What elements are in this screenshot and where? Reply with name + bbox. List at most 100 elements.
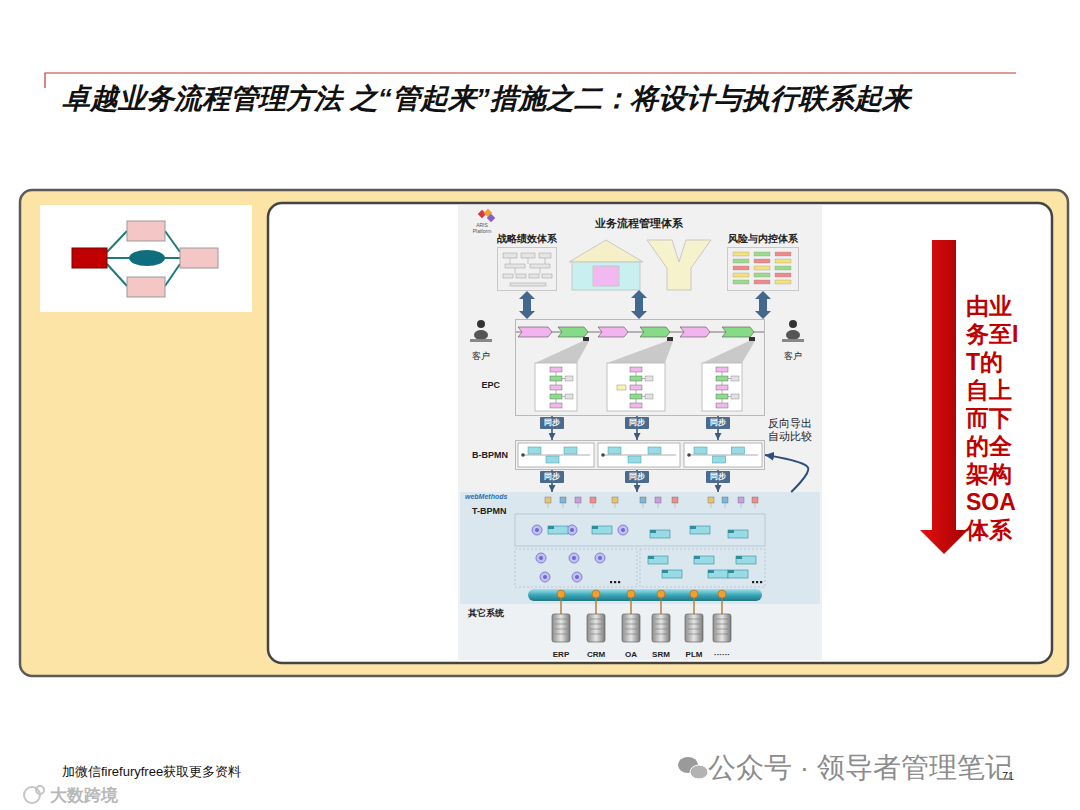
epc-model bbox=[630, 367, 642, 372]
epc-model bbox=[535, 363, 577, 411]
epc-model bbox=[565, 376, 573, 381]
bpmn-model bbox=[684, 443, 762, 467]
slide-title: 卓越业务流程管理方法 之“管起来”措施之二：将设计与执行联系起来 bbox=[62, 82, 910, 116]
bpmn-model bbox=[602, 455, 676, 456]
risk-matrix bbox=[775, 252, 791, 256]
systems-band: 其它系统ERPCRMOASRMPLM······ bbox=[460, 604, 820, 660]
epc-model bbox=[565, 394, 573, 399]
technical-bpmn-model bbox=[592, 526, 612, 534]
technical-bpmn-model bbox=[711, 503, 712, 508]
server-icon bbox=[622, 614, 640, 642]
server-icon bbox=[655, 624, 667, 625]
technical-bpmn-model bbox=[662, 570, 682, 578]
server-icon bbox=[625, 619, 637, 620]
technical-bpmn-model bbox=[728, 530, 748, 538]
epc-model bbox=[731, 376, 739, 381]
system-server: SRM bbox=[648, 610, 674, 660]
technical-bpmn-model bbox=[708, 497, 714, 503]
technical-bpmn-model bbox=[548, 526, 568, 534]
tbpmn-band: webMethodsT-BPMN bbox=[460, 492, 820, 604]
bpmn-model bbox=[713, 456, 726, 463]
server-icon bbox=[716, 624, 728, 625]
customer-icon bbox=[470, 339, 492, 342]
technical-bpmn-model bbox=[548, 526, 554, 529]
footer-note: 加微信firefuryfree获取更多资料 bbox=[62, 764, 241, 780]
service-bus bbox=[657, 590, 665, 598]
diagram-background bbox=[460, 492, 820, 604]
node-text: 客户 bbox=[472, 351, 490, 362]
node-text: B-BPMN bbox=[472, 450, 508, 461]
server-icon bbox=[555, 624, 567, 625]
diagram-background bbox=[458, 205, 822, 660]
process-chain bbox=[518, 327, 552, 337]
epc-model bbox=[716, 403, 728, 408]
bpmn-model bbox=[648, 447, 661, 454]
server-icon bbox=[688, 629, 700, 630]
technical-bpmn-model bbox=[618, 581, 620, 583]
technical-bpmn-model bbox=[658, 503, 659, 508]
technical-bpmn-model bbox=[570, 528, 574, 532]
node-text: T-BPMN bbox=[472, 506, 507, 517]
account-watermark: 公众号 · 领导者管理笔记 bbox=[708, 751, 1013, 785]
risk-matrix bbox=[733, 280, 749, 284]
epc-model bbox=[617, 385, 626, 390]
technical-bpmn-model bbox=[598, 556, 602, 560]
process-icon bbox=[180, 248, 218, 268]
diagram-background bbox=[458, 205, 822, 660]
technical-bpmn-model bbox=[690, 526, 710, 534]
service-bus bbox=[627, 590, 635, 598]
technical-bpmn-model bbox=[643, 503, 644, 508]
technical-bpmn-model bbox=[610, 581, 612, 583]
bpmn-model bbox=[694, 447, 707, 454]
technical-bpmn-model bbox=[672, 497, 678, 503]
risk-matrix bbox=[733, 252, 791, 284]
technical-bpmn-model bbox=[728, 570, 748, 578]
epc-model bbox=[607, 363, 665, 411]
wechat-icon bbox=[678, 757, 708, 779]
technical-bpmn-model bbox=[752, 581, 754, 583]
technical-bpmn-model bbox=[655, 497, 661, 503]
epc-model bbox=[550, 394, 562, 399]
strategy-chart bbox=[529, 274, 539, 278]
node-text: webMethods bbox=[465, 493, 507, 501]
technical-bpmn-model bbox=[572, 572, 582, 582]
node-text: SRM bbox=[652, 650, 670, 660]
process-chain bbox=[722, 327, 754, 337]
server-icon bbox=[685, 614, 703, 642]
outer-panel bbox=[20, 190, 1068, 676]
technical-bpmn-model bbox=[650, 530, 670, 538]
epc-model bbox=[667, 337, 673, 341]
service-bus bbox=[592, 590, 600, 598]
technical-bpmn-model bbox=[741, 503, 742, 508]
house-illustration bbox=[572, 262, 640, 290]
technical-bpmn-model bbox=[690, 526, 696, 529]
node-text: 风险与内控体系 bbox=[728, 233, 798, 245]
technical-bpmn-model bbox=[614, 581, 616, 583]
aris-logo bbox=[478, 209, 495, 222]
feedback-arrow bbox=[765, 455, 808, 492]
house-illustration bbox=[593, 266, 619, 286]
epc-model bbox=[550, 403, 562, 408]
soa-arrow-note: 由业务至IT的自上而下的全架构SOA体系 bbox=[966, 292, 1019, 544]
process-icon bbox=[129, 250, 165, 266]
technical-bpmn-model bbox=[650, 530, 656, 533]
strategy-chart bbox=[539, 253, 551, 258]
epc-model bbox=[607, 341, 673, 363]
block-arrow bbox=[519, 291, 535, 319]
strategy-chart bbox=[516, 274, 526, 278]
strategy-chart bbox=[503, 253, 552, 286]
risk-matrix bbox=[754, 273, 770, 277]
watermark-logo bbox=[24, 786, 44, 803]
server-icon bbox=[555, 634, 567, 635]
epc-model bbox=[728, 378, 731, 379]
service-bus bbox=[528, 589, 762, 601]
technical-bpmn-model bbox=[694, 556, 700, 559]
system-server: PLM bbox=[681, 610, 707, 660]
strategy-box: 战略绩效体系 bbox=[497, 247, 557, 291]
server-icon bbox=[555, 629, 567, 630]
bpmn-model bbox=[598, 443, 680, 467]
technical-bpmn-model bbox=[590, 497, 596, 503]
epc-model bbox=[583, 337, 589, 341]
technical-bpmn-model bbox=[595, 553, 605, 563]
